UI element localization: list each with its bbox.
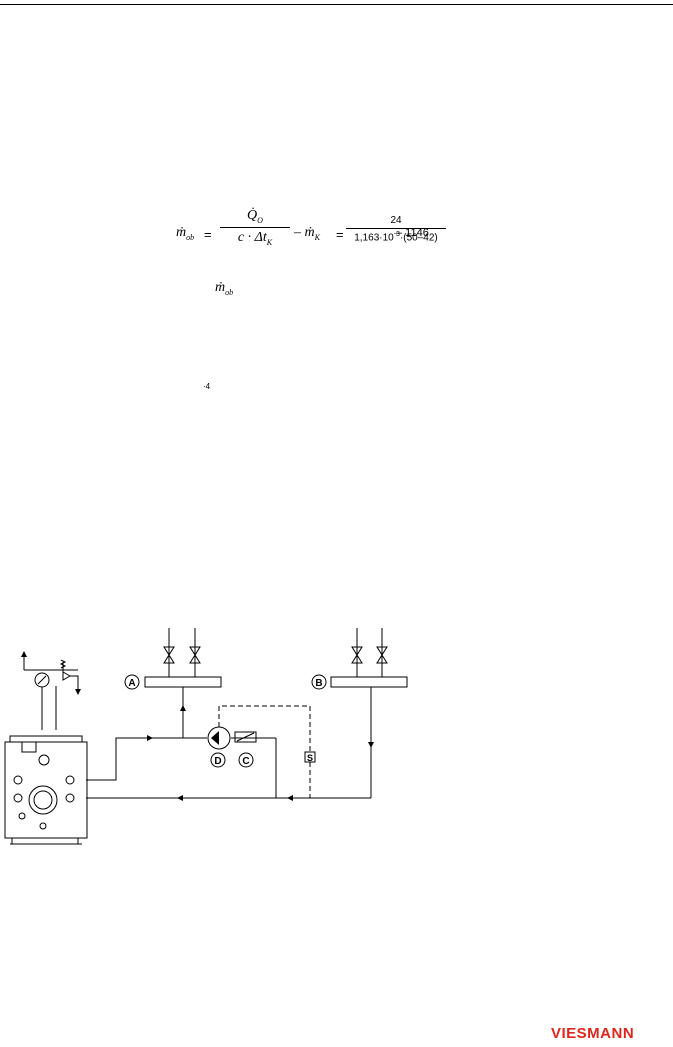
stray-mark: ·4 — [203, 382, 211, 391]
heating-circuit-diagram: A B D C S — [4, 628, 408, 845]
manifold-a — [144, 628, 222, 738]
boiler — [4, 735, 88, 845]
svg-text:S: S — [307, 753, 313, 763]
formula-equals: = — [204, 227, 212, 242]
supply-line — [86, 735, 277, 798]
label-b: B — [311, 674, 327, 690]
formula-fraction-numeric: 24 1,163·10-3·(50–42) — [346, 215, 446, 243]
formula-tail: – 1146 — [396, 227, 429, 239]
svg-text:B: B — [315, 678, 322, 689]
pump-d: D — [207, 726, 231, 768]
mass-flow-formula: ṁob = Q̇O c · ΔtK – ṁK = 24 1,163·10-3·(… — [170, 205, 450, 260]
svg-text:D: D — [214, 756, 221, 767]
formula-equals-2: = — [336, 227, 344, 242]
mixer-c: C — [234, 731, 257, 768]
formula-fraction-symbolic: Q̇O c · ΔtK — [220, 208, 290, 247]
mdot-symbol: ṁob — [215, 280, 234, 297]
svg-text:C: C — [242, 756, 249, 767]
manifold-b — [330, 628, 408, 798]
formula-lhs: ṁob — [176, 225, 195, 242]
formula-minus-mk: – ṁK — [294, 225, 320, 242]
top-rule — [0, 4, 673, 5]
safety-group — [21, 651, 81, 730]
svg-text:A: A — [128, 678, 135, 689]
control-line: S — [218, 705, 316, 798]
viessmann-logo: VIESMANN — [551, 1025, 635, 1042]
label-a: A — [124, 674, 140, 690]
